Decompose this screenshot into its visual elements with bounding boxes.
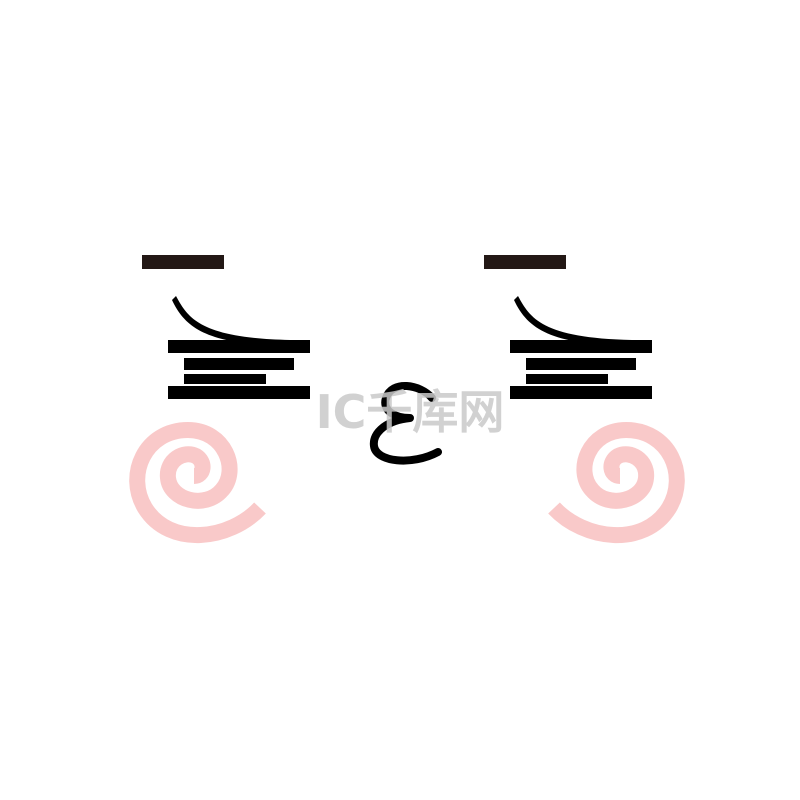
right-spiral-blush-icon (548, 422, 685, 544)
right-eyebrow-icon (484, 255, 566, 269)
left-spiral-blush-icon (129, 422, 266, 544)
left-eyebrow-icon (142, 255, 224, 269)
right-closed-eye-icon (510, 296, 652, 399)
left-closed-eye-icon (168, 296, 310, 399)
kiss-mouth-icon (369, 381, 442, 465)
